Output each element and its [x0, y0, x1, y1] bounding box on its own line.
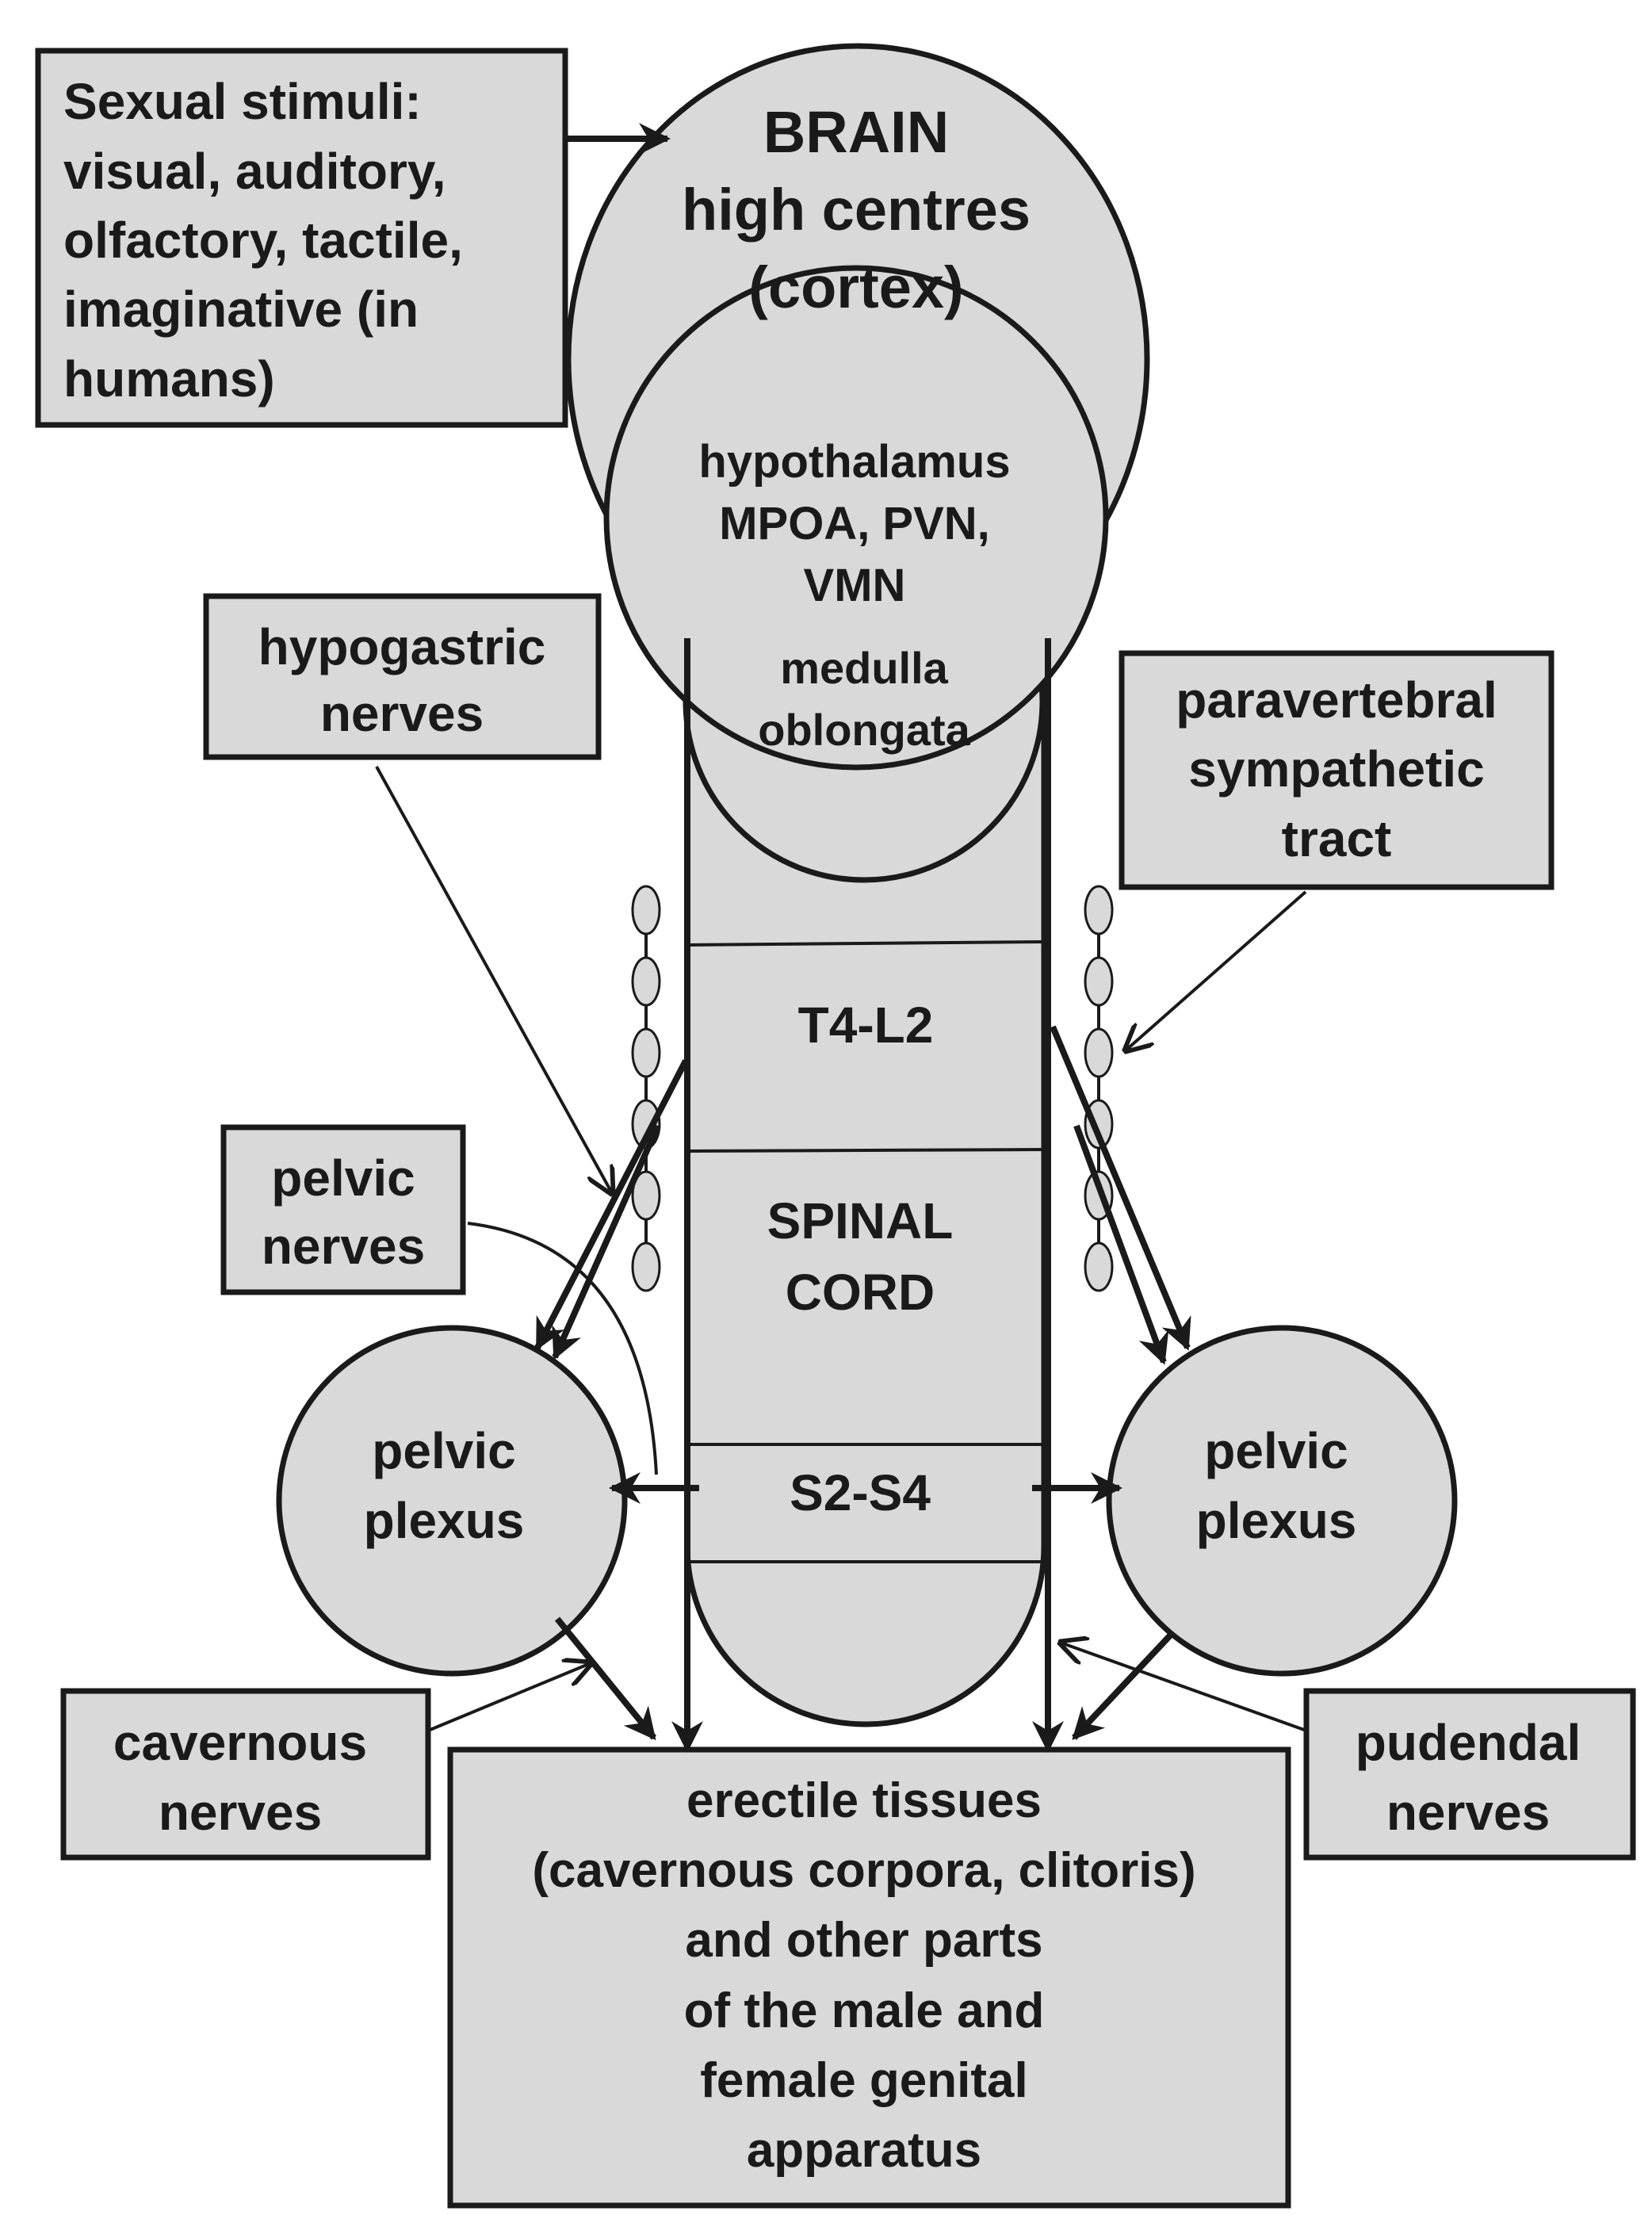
ganglion-icon	[631, 1241, 661, 1292]
segment-line-top	[686, 940, 1045, 947]
pointer-pelvic-nerves	[467, 1222, 658, 1475]
hypothalamus-nuclei: MPOA, PVN,	[719, 498, 990, 549]
pointer-cavernous	[427, 1663, 591, 1732]
cavernous-label-2: nerves	[159, 1784, 322, 1841]
segment-t4-l2: T4-L2	[798, 997, 934, 1054]
ganglion-icon	[1084, 885, 1114, 935]
hypogastric-label-2: nerves	[320, 685, 484, 742]
arrow-right-plexus-to-erectile	[1072, 1632, 1173, 1740]
arrow-t4l2-to-right-plexus-1	[1050, 1025, 1191, 1351]
ganglion-icon	[1084, 1241, 1114, 1292]
spinal-cord-label: SPINAL	[767, 1192, 954, 1249]
stimuli-line: Sexual stimuli:	[63, 73, 422, 130]
hypogastric-label: hypogastric	[258, 618, 546, 675]
stimuli-line: olfactory, tactile,	[63, 212, 463, 269]
pelvic-nerves-box	[220, 1124, 466, 1295]
pudendal-label: pudendal	[1356, 1714, 1581, 1771]
stimuli-line: humans)	[63, 350, 275, 407]
pelvic-nerves-label-2: nerves	[262, 1218, 425, 1275]
ganglion-icon	[631, 885, 661, 935]
erectile-box	[447, 1746, 1291, 2209]
ganglion-icon	[1084, 956, 1114, 1007]
pudendal-box	[1303, 1688, 1636, 1861]
cavernous-label: cavernous	[113, 1714, 367, 1771]
pelvic-plexus-right-label-2: plexus	[1196, 1492, 1357, 1549]
paravertebral-label-2: sympathetic	[1188, 740, 1484, 798]
arrow-t4l2-to-left-plexus-2	[552, 1124, 661, 1360]
hypogastric-box	[203, 593, 602, 760]
arrow-left-plexus-to-erectile	[554, 1616, 657, 1741]
erectile-line: female genital	[700, 2053, 1027, 2108]
brain-subtitle: high centres	[682, 177, 1031, 243]
stimuli-line: imaginative (in	[63, 281, 419, 338]
ganglion-icon	[631, 1027, 661, 1078]
erectile-line: of the male and	[684, 1984, 1045, 2038]
segment-line-mid	[686, 1148, 1045, 1153]
spinal-cord-label-2: CORD	[786, 1264, 935, 1321]
pelvic-plexus-right-label: pelvic	[1204, 1422, 1348, 1479]
medulla-label: medulla	[780, 643, 948, 693]
arrow-t4l2-to-left-plexus-1	[534, 1059, 689, 1351]
paravertebral-label-3: tract	[1282, 810, 1392, 867]
erectile-line: and other parts	[685, 1913, 1042, 1968]
cavernous-box	[60, 1688, 431, 1861]
brain-title: BRAIN	[763, 99, 949, 165]
hypothalamus-label: hypothalamus	[698, 436, 1010, 488]
stimuli-line: visual, auditory,	[63, 143, 446, 200]
hypothalamus-vmn: VMN	[804, 560, 906, 611]
pointer-pudendal	[1061, 1643, 1307, 1732]
ganglion-icon	[631, 1170, 661, 1221]
segment-s2-s4: S2-S4	[790, 1464, 931, 1521]
pudendal-label-2: nerves	[1386, 1784, 1550, 1841]
hypothalamus-circle	[603, 265, 1109, 771]
pointer-paravertebral	[1126, 890, 1307, 1050]
ganglion-chain-right	[1084, 885, 1114, 1292]
erectile-line: apparatus	[747, 2123, 981, 2178]
ganglion-chain-left	[631, 885, 661, 1292]
stimuli-text: Sexual stimuli: visual, auditory, olfact…	[63, 73, 463, 407]
spinal-cord-body	[684, 635, 1047, 1727]
paravertebral-label: paravertebral	[1176, 671, 1497, 729]
arrow-t4l2-to-right-plexus-2	[1073, 1124, 1169, 1365]
ganglion-icon	[631, 956, 661, 1007]
pelvic-plexus-left-label: pelvic	[372, 1422, 515, 1479]
erectile-line: (cavernous corpora, clitoris)	[532, 1843, 1195, 1898]
stimuli-box	[35, 48, 568, 428]
brain-cortex: (cortex)	[748, 254, 963, 320]
paravertebral-box	[1119, 650, 1554, 890]
erectile-line: erectile tissues	[686, 1773, 1042, 1828]
pelvic-plexus-left-label-2: plexus	[364, 1492, 525, 1549]
pelvic-nerves-label: pelvic	[271, 1150, 415, 1207]
ganglion-icon	[1084, 1027, 1114, 1078]
pointer-hypogastric	[375, 766, 612, 1193]
medulla-label-2: oblongata	[758, 705, 970, 755]
